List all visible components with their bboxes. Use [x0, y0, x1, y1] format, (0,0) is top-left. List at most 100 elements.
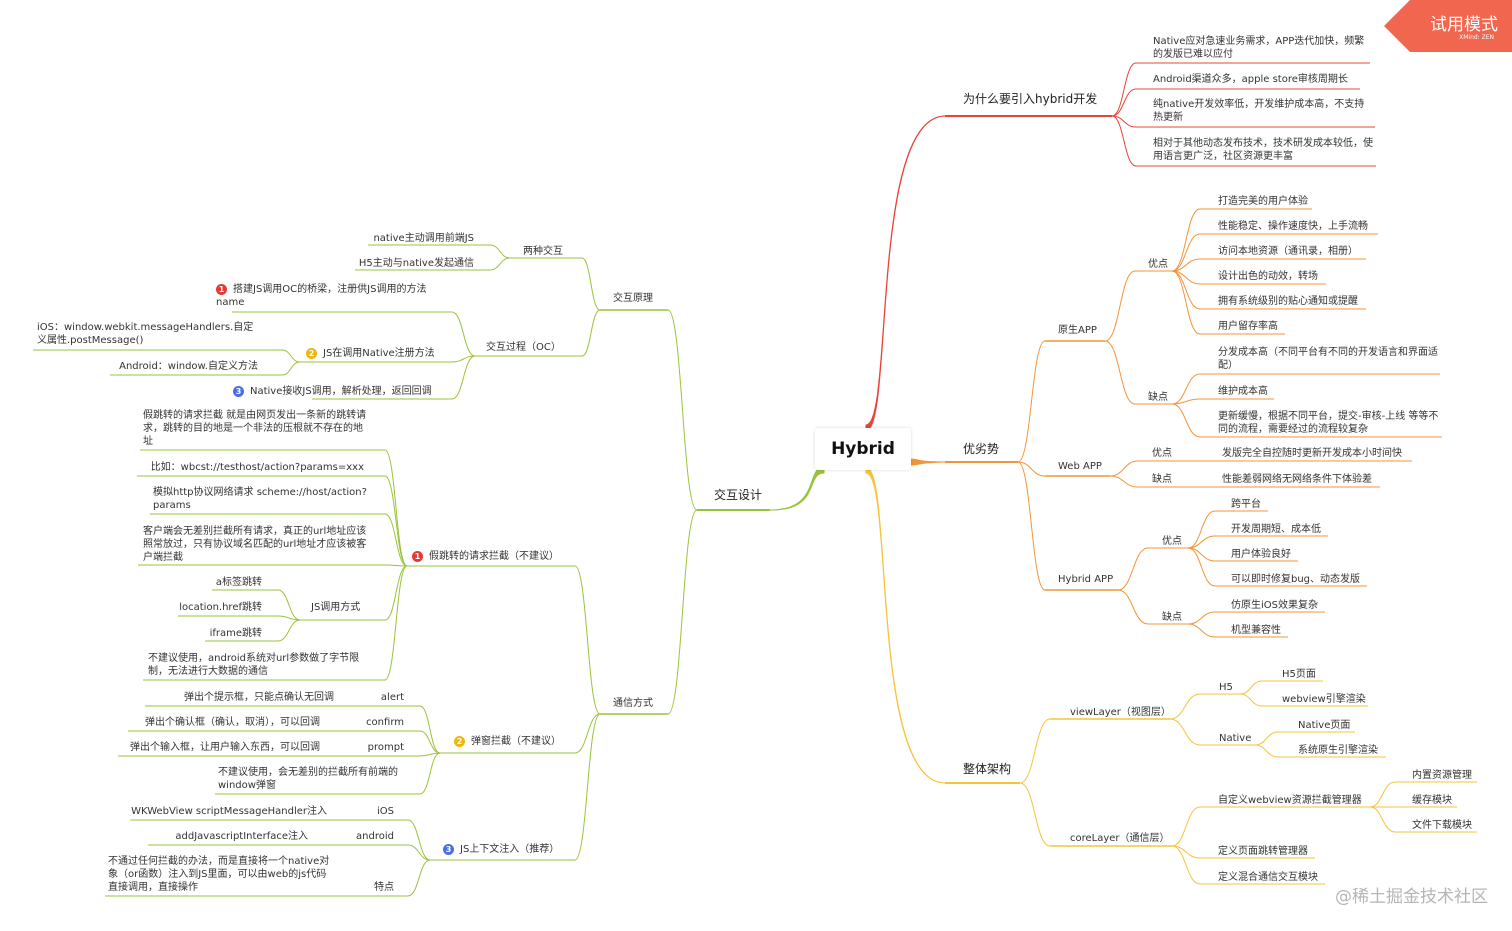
connector-27	[1171, 270, 1201, 335]
web-adv-label[interactable]: 优点	[1152, 448, 1172, 459]
topic-pros-cons[interactable]: 优劣势	[963, 442, 1000, 456]
view-layer-node[interactable]: viewLayer（视图层）	[1070, 707, 1171, 718]
native-adv-4[interactable]: 设计出色的动效，转场	[1218, 271, 1318, 282]
view-native-item-2[interactable]: 系统原生引擎渲染	[1298, 745, 1378, 756]
popup-note[interactable]: 不建议使用，会无差别的拦截所有前端的window弹窗	[218, 767, 398, 791]
fake-item-2[interactable]: 比如：wbcst://testhost/action?params=xxx	[150, 462, 364, 473]
core-manager-node[interactable]: 自定义webview资源拦截管理器	[1218, 795, 1362, 806]
native-dis-3[interactable]: 更新缓慢，根据不同平台，提交-审核-上线 等等不同的流程，需要经过的流程较复杂	[1218, 411, 1439, 435]
trial-mode-badge	[1384, 0, 1512, 52]
hybrid-app-node[interactable]: Hybrid APP	[1058, 574, 1114, 585]
popup-desc-confirm[interactable]: 弹出个确认框（确认，取消），可以回调	[145, 717, 320, 728]
core-other-2[interactable]: 定义混合通信交互模块	[1218, 872, 1318, 883]
popup-key-prompt[interactable]: prompt	[367, 742, 404, 753]
hybrid-adv-3[interactable]: 用户体验良好	[1231, 549, 1291, 560]
process-step-2-ios[interactable]: iOS：window.webkit.messageHandlers.自定义属性.…	[37, 322, 254, 346]
connector-67	[1169, 718, 1201, 746]
web-adv-text[interactable]: 发版完全自控随时更新开发成本小时间快	[1222, 448, 1402, 459]
view-native-item-1[interactable]: Native页面	[1298, 720, 1351, 731]
fake-item-1[interactable]: 假跳转的请求拦截 就是由网页发出一条新的跳转请求，跳转的目的地是一个非法的压根就…	[143, 410, 367, 447]
js-call-item-1[interactable]: a标签跳转	[215, 577, 262, 588]
root-node-hybrid[interactable]: Hybrid	[815, 428, 911, 470]
inject-desc-android[interactable]: addJavascriptInterface注入	[175, 831, 308, 842]
native-adv-1[interactable]: 打造完美的用户体验	[1218, 196, 1308, 207]
hybrid-adv-1[interactable]: 跨平台	[1231, 499, 1261, 510]
inject-desc-feature[interactable]: 不通过任何拦截的办法，而是直接将一个native对象（or函数）注入到JS里面，…	[108, 856, 330, 893]
view-native-node[interactable]: Native	[1219, 733, 1252, 744]
hybrid-adv-2[interactable]: 开发周期短、成本低	[1231, 524, 1321, 535]
watermark: @稀土掘金技术社区	[1335, 887, 1488, 907]
native-adv-6[interactable]: 用户留存率高	[1218, 321, 1278, 332]
popup-key-confirm[interactable]: confirm	[366, 717, 404, 728]
process-node[interactable]: 交互过程（OC）	[486, 342, 561, 353]
popup-desc-alert[interactable]: 弹出个提示框，只能点确认无回调	[184, 692, 334, 703]
popup-badge: 2	[454, 736, 465, 747]
connector-63	[1019, 782, 1051, 847]
fake-item-4[interactable]: 客户端会无差别拦截所有请求，真正的url地址应该照常放过，只有协议域名匹配的ur…	[143, 526, 367, 563]
js-call-node[interactable]: JS调用方式	[311, 602, 361, 613]
connector-132	[277, 589, 301, 621]
inject-key-ios[interactable]: iOS	[377, 806, 394, 817]
inject-key-android[interactable]: android	[356, 831, 394, 842]
two-interactions-node[interactable]: 两种交互	[523, 246, 563, 257]
view-h5-item-2[interactable]: webview引擎渲染	[1282, 694, 1366, 705]
connector-93	[667, 509, 698, 715]
native-adv-label[interactable]: 优点	[1148, 259, 1168, 270]
hybrid-dis-label[interactable]: 缺点	[1162, 612, 1182, 623]
popup-desc-prompt[interactable]: 弹出个输入框，让用户输入东西，可以回调	[130, 742, 320, 753]
why-item-2[interactable]: Android渠道众多，apple store审核周期长	[1153, 74, 1348, 85]
native-adv-3[interactable]: 访问本地资源（通讯录，相册）	[1218, 246, 1358, 257]
web-dis-text[interactable]: 性能差弱网络无网络条件下体验差	[1222, 474, 1372, 485]
why-item-4[interactable]: 相对于其他动态发布技术，技术研发成本较低，使用语言更广泛，社区资源更丰富	[1153, 138, 1373, 162]
web-dis-label[interactable]: 缺点	[1152, 474, 1172, 485]
hybrid-adv-4[interactable]: 可以即时修复bug、动态发版	[1231, 574, 1361, 585]
js-call-item-3[interactable]: iframe跳转	[209, 628, 262, 639]
connector-150	[407, 844, 431, 861]
hybrid-adv-label[interactable]: 优点	[1162, 536, 1182, 547]
connector-74	[1254, 731, 1279, 746]
native-adv-2[interactable]: 性能稳定、操作速度快，上手流畅	[1218, 221, 1368, 232]
hybrid-dis-2[interactable]: 机型兼容性	[1231, 625, 1281, 636]
native-dis-1[interactable]: 分发成本高（不同平台有不同的开发语言和界面适配）	[1218, 347, 1438, 371]
popup-key-alert[interactable]: alert	[380, 692, 404, 703]
topic-architecture[interactable]: 整体架构	[963, 762, 1012, 776]
process-step-2-android[interactable]: Android：window.自定义方法	[119, 361, 258, 372]
web-app-node[interactable]: Web APP	[1058, 461, 1102, 472]
core-layer-node[interactable]: coreLayer（通信层）	[1070, 833, 1170, 844]
why-item-3[interactable]: 纯native开发效率低，开发维护成本高，不支持热更新	[1153, 99, 1365, 123]
why-item-1[interactable]: Native应对急速业务需求，APP迭代加快，频繁的发版已难以应付	[1153, 36, 1365, 60]
fake-badge: 1	[412, 551, 423, 562]
principle-node[interactable]: 交互原理	[613, 293, 653, 304]
two-item-2[interactable]: H5主动与native发起通信	[358, 258, 474, 269]
view-h5-item-1[interactable]: H5页面	[1282, 669, 1316, 680]
core-other-1[interactable]: 定义页面跳转管理器	[1218, 846, 1308, 857]
fake-item-3[interactable]: 模拟http协议网络请求 scheme://host/action?params	[153, 487, 367, 511]
connector-90	[769, 466, 825, 511]
core-mgr-item-2[interactable]: 缓存模块	[1412, 795, 1452, 806]
view-h5-node[interactable]: H5	[1219, 682, 1233, 693]
core-mgr-item-3[interactable]: 文件下载模块	[1412, 820, 1472, 831]
connector-114	[574, 565, 601, 715]
connector-13	[1017, 461, 1046, 477]
inject-desc-ios[interactable]: WKWebView scriptMessageHandler注入	[131, 806, 327, 817]
native-app-node[interactable]: 原生APP	[1058, 325, 1097, 336]
core-mgr-item-1[interactable]: 内置资源管理	[1412, 770, 1472, 781]
native-dis-label[interactable]: 缺点	[1148, 392, 1168, 403]
inject-key-feature[interactable]: 特点	[374, 882, 394, 893]
connector-125	[384, 565, 408, 681]
hybrid-dis-1[interactable]: 仿原生iOS效果复杂	[1231, 600, 1318, 611]
fake-note[interactable]: 不建议使用，android系统对url参数做了字节限制，无法进行大数据的通信	[148, 653, 360, 677]
topic-interaction-design[interactable]: 交互设计	[714, 488, 763, 502]
native-adv-5[interactable]: 拥有系统级别的贴心通知或提醒	[1218, 296, 1358, 307]
topic-why-hybrid[interactable]: 为什么要引入hybrid开发	[963, 92, 1098, 106]
native-dis-2[interactable]: 维护成本高	[1218, 386, 1268, 397]
comm-node[interactable]: 通信方式	[613, 698, 653, 709]
two-item-1[interactable]: native主动调用前端JS	[373, 233, 474, 244]
js-call-item-2[interactable]: location.href跳转	[179, 602, 262, 613]
